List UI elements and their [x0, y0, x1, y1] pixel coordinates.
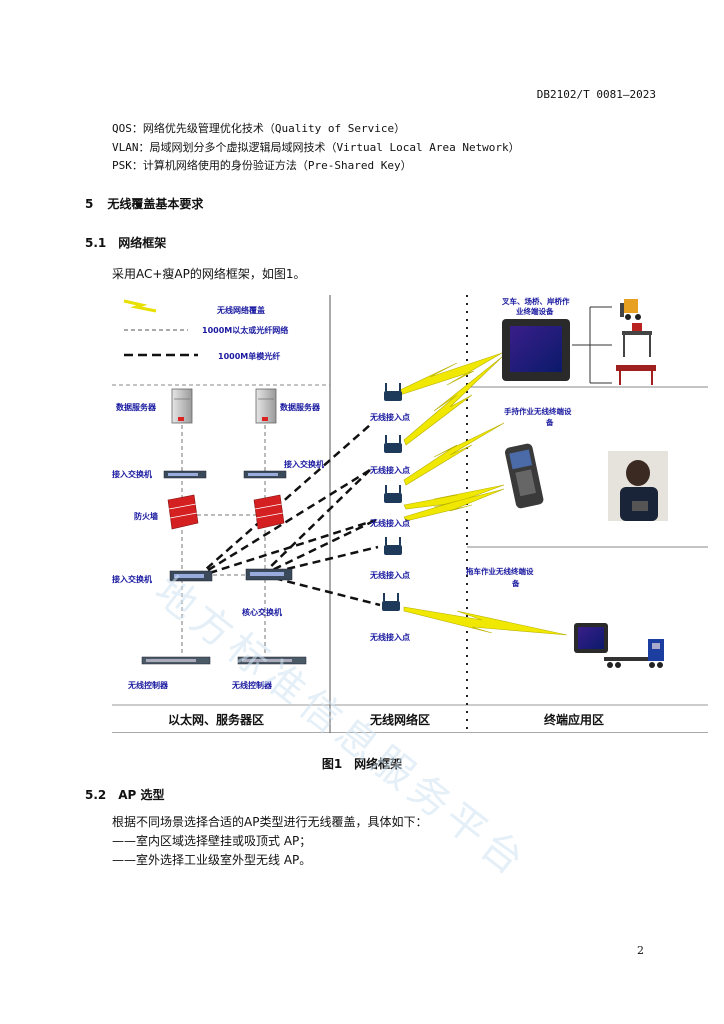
section-number: 5.1 [85, 236, 107, 250]
switch-icon [169, 570, 213, 582]
label-data-server: 数据服务器 [280, 402, 321, 412]
controller-icon [237, 656, 307, 665]
firewall-icon [167, 494, 199, 530]
abbreviation-qos: QOS：网络优先级管理优化技术（Quality of Service） [112, 122, 406, 135]
label-access-point: 无线接入点 [369, 518, 410, 528]
crane-icon [622, 323, 652, 357]
quay-crane-icon [616, 365, 656, 385]
zone-label-terminal: 终端应用区 [544, 712, 604, 727]
label-access-point: 无线接入点 [369, 465, 410, 475]
section-title: 无线覆盖基本要求 [107, 197, 204, 211]
access-point-icon [384, 537, 402, 555]
legend-ethernet: 1000M以太或光纤网络 [202, 325, 288, 335]
label-core-switch: 核心交换机 [242, 607, 282, 617]
label-access-point: 无线接入点 [369, 412, 410, 422]
legend: 无线网络覆盖 1000M以太或光纤网络 1000M单模光纤 [123, 299, 288, 361]
caption-title: 网络框架 [354, 757, 403, 771]
core-switch-icon [245, 568, 293, 581]
list-item-indoor: ——室内区域选择壁挂或吸顶式 AP； [112, 834, 312, 848]
page-number: 2 [637, 944, 644, 957]
switch-icon [243, 470, 287, 479]
figure-caption: 图1 网络框架 [0, 755, 724, 772]
section-number: 5.2 [85, 788, 107, 802]
vehicle-terminal-icon [502, 319, 570, 381]
access-point-icon [384, 485, 402, 503]
label-access-switch: 接入交换机 [284, 459, 324, 469]
server-icon [255, 388, 277, 424]
section-5-2-heading: 5.2 AP 选型 [85, 786, 165, 803]
section-title: 网络框架 [118, 236, 167, 250]
zone-label-ethernet: 以太网、服务器区 [168, 712, 264, 727]
firewall-icon [253, 494, 285, 530]
handheld-terminal-icon [504, 443, 544, 509]
label-terminal-top: 叉车、场桥、岸桥作 [501, 296, 570, 306]
legend-wireless: 无线网络覆盖 [216, 305, 265, 315]
paragraph-5-2: 根据不同场景选择合适的AP类型进行无线覆盖，具体如下： [112, 815, 428, 829]
label-data-server: 数据服务器 [116, 402, 157, 412]
label-terminal-mid: 备 [545, 417, 554, 427]
document-code: DB2102/T 0081—2023 [536, 88, 656, 101]
network-framework-figure: 无线网络覆盖 1000M以太或光纤网络 1000M单模光纤 [112, 295, 708, 734]
label-terminal-mid: 手持作业无线终端设 [504, 406, 572, 416]
label-wireless-controller: 无线控制器 [231, 680, 273, 690]
switch-icon [163, 470, 207, 479]
legend-singlemode: 1000M单模光纤 [218, 351, 280, 361]
label-access-switch: 接入交换机 [112, 574, 152, 584]
list-item-outdoor: ——室外选择工业级室外型无线 AP。 [112, 853, 312, 867]
label-wireless-controller: 无线控制器 [127, 680, 169, 690]
label-terminal-top: 业终端设备 [516, 306, 554, 316]
access-point-icon [384, 383, 402, 401]
controller-icon [141, 656, 211, 665]
access-point-icon [384, 435, 402, 453]
section-5-1-heading: 5.1 网络框架 [85, 234, 166, 251]
worker-photo [608, 451, 668, 521]
abbreviation-vlan: VLAN：局域网划分多个虚拟逻辑局域网技术（Virtual Local Area… [112, 141, 520, 154]
label-access-switch: 接入交换机 [112, 469, 152, 479]
truck-icon [604, 639, 664, 668]
abbreviation-psk: PSK：计算机网络使用的身份验证方法（Pre-Shared Key） [112, 159, 412, 172]
access-point-icon [382, 593, 400, 611]
label-access-point: 无线接入点 [369, 632, 410, 642]
server-icon [171, 388, 193, 424]
tractor-terminal-icon [574, 623, 608, 653]
caption-number: 图1 [321, 757, 343, 771]
label-terminal-bot: 备 [511, 578, 520, 588]
paragraph-5-1: 采用AC+瘦AP的网络框架，如图1。 [112, 267, 306, 281]
section-title: AP 选型 [118, 788, 165, 802]
section-5-heading: 5 无线覆盖基本要求 [85, 195, 203, 212]
forklift-icon [620, 299, 641, 320]
zone-label-wireless: 无线网络区 [369, 712, 430, 727]
label-access-point: 无线接入点 [369, 570, 410, 580]
section-number: 5 [85, 197, 94, 211]
label-terminal-bot: 拖车作业无线终端设 [466, 566, 534, 576]
label-firewall: 防火墙 [134, 511, 158, 521]
